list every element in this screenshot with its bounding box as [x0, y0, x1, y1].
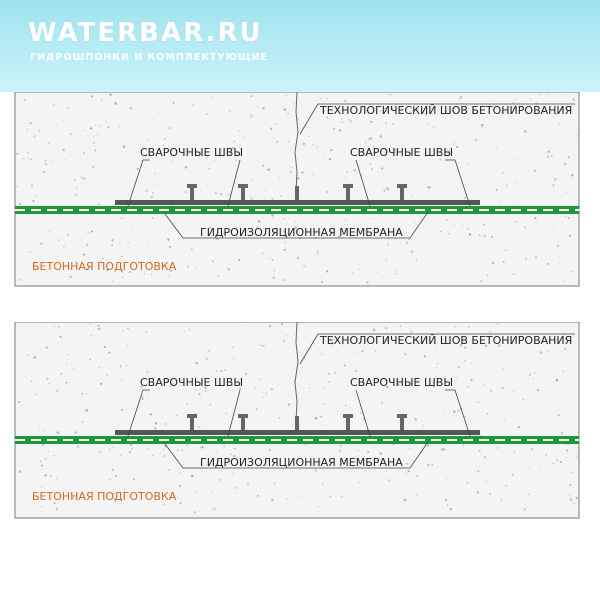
label-membrane: ГИДРОИЗОЛЯЦИОННАЯ МЕМБРАНА [200, 226, 403, 239]
weld-leader-left-b [227, 389, 241, 437]
waterstop-plate [115, 430, 480, 435]
waterstop-anchors [187, 414, 407, 430]
anchor [397, 414, 407, 430]
diagram-2: ТЕХНОЛОГИЧЕСКИЙ ШОВ БЕТОНИРОВАНИЯ СВАРОЧ… [0, 321, 600, 532]
weld-leader-right-b [445, 389, 471, 437]
joint-leader [299, 103, 575, 135]
weld-leader-left-a [127, 159, 150, 207]
anchor [343, 184, 353, 200]
label-weld-left: СВАРОЧНЫЕ ШВЫ [140, 376, 243, 389]
label-construction-joint: ТЕХНОЛОГИЧЕСКИЙ ШОВ БЕТОНИРОВАНИЯ [319, 334, 572, 347]
membrane [15, 436, 579, 444]
anchor [187, 184, 197, 200]
weld-leader-left-a [127, 389, 150, 437]
anchor [295, 416, 299, 430]
waterstop-plate [115, 200, 480, 205]
anchor [238, 414, 248, 430]
weld-leader-right-a [355, 159, 371, 207]
concrete-texture [16, 93, 577, 285]
weld-leader-left-b [227, 159, 241, 207]
label-concrete-base: БЕТОННАЯ ПОДГОТОВКА [32, 260, 177, 273]
waterstop-anchors [187, 184, 407, 200]
anchor [238, 184, 248, 200]
anchor [187, 414, 197, 430]
membrane [15, 206, 579, 214]
logo[interactable]: WATERBAR.RU [28, 18, 263, 48]
joint-leader [299, 333, 575, 365]
label-weld-right: СВАРОЧНЫЕ ШВЫ [350, 376, 453, 389]
weld-leader-right-a [355, 389, 371, 437]
construction-joint [294, 91, 299, 193]
label-concrete-base: БЕТОННАЯ ПОДГОТОВКА [32, 490, 177, 503]
diagram-2-svg: ТЕХНОЛОГИЧЕСКИЙ ШОВ БЕТОНИРОВАНИЯ СВАРОЧ… [14, 321, 580, 519]
tagline: ГИДРОШПОНКИ И КОМПЛЕКТУЮЩИЕ [30, 52, 268, 63]
anchor [295, 186, 299, 200]
membrane-leader [164, 441, 429, 469]
header-banner: WATERBAR.RU ГИДРОШПОНКИ И КОМПЛЕКТУЮЩИЕ [0, 0, 600, 92]
label-membrane: ГИДРОИЗОЛЯЦИОННАЯ МЕМБРАНА [200, 456, 403, 469]
construction-joint [294, 321, 299, 423]
label-construction-joint: ТЕХНОЛОГИЧЕСКИЙ ШОВ БЕТОНИРОВАНИЯ [319, 104, 572, 117]
weld-leader-right-b [445, 159, 471, 207]
label-weld-left: СВАРОЧНЫЕ ШВЫ [140, 146, 243, 159]
diagram-1: ТЕХНОЛОГИЧЕСКИЙ ШОВ БЕТОНИРОВАНИЯ СВАРОЧ… [0, 91, 600, 302]
anchor [343, 414, 353, 430]
label-weld-right: СВАРОЧНЫЕ ШВЫ [350, 146, 453, 159]
membrane-leader [164, 211, 429, 239]
anchor [397, 184, 407, 200]
diagram-1-svg: ТЕХНОЛОГИЧЕСКИЙ ШОВ БЕТОНИРОВАНИЯ СВАРОЧ… [14, 91, 580, 287]
